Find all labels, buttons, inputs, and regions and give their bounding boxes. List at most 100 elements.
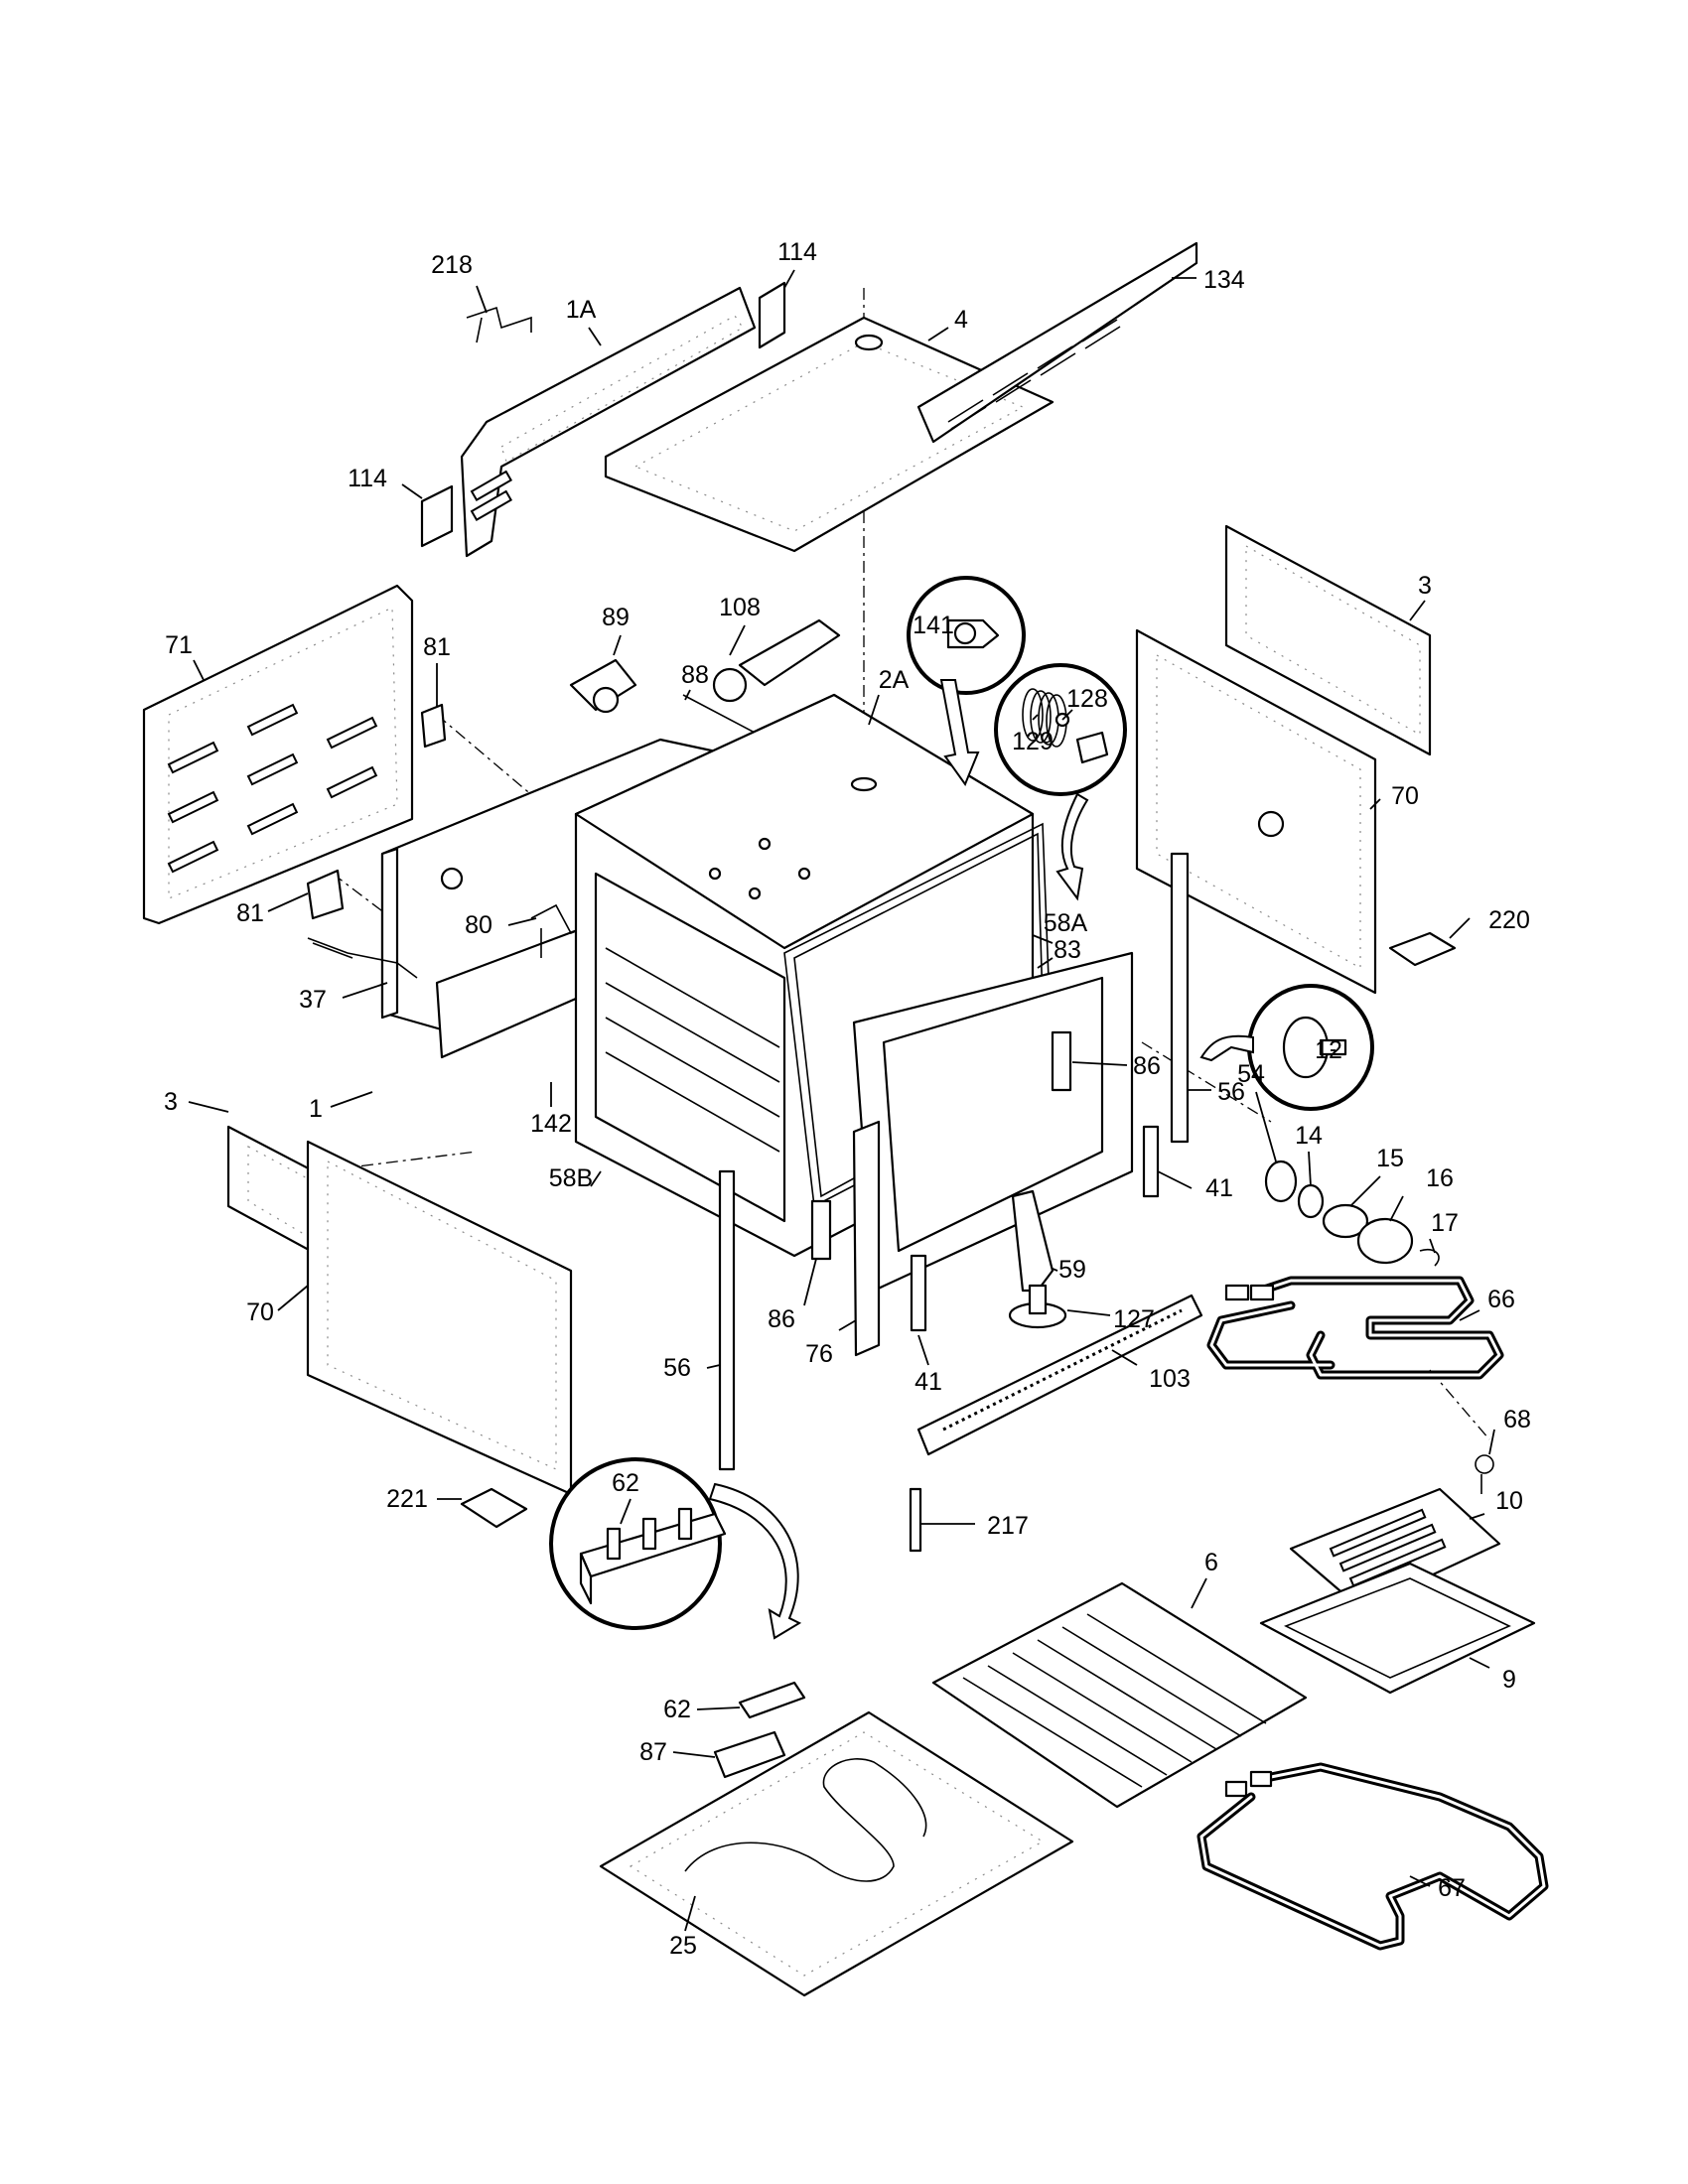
right-insulation-panel-70	[1135, 628, 1377, 995]
callout-label: 86	[1133, 1052, 1161, 1080]
callout-label: 2A	[879, 666, 910, 694]
callout-label: 88	[681, 661, 709, 689]
callout-label: 83	[1054, 936, 1081, 964]
callout-label: 1A	[566, 296, 597, 324]
callout-label: 56	[663, 1354, 691, 1382]
element-clip-68	[1475, 1454, 1494, 1494]
cooling-fan-89	[569, 658, 637, 714]
callout-labels: 218 114 1A 114 134 4 71 81 89 108 88 2A …	[164, 238, 1531, 1960]
callout-label: 3	[1418, 572, 1432, 600]
callout-label: 87	[639, 1738, 667, 1766]
broil-element-66	[1206, 1276, 1504, 1380]
callout-label: 6	[1204, 1549, 1218, 1576]
callout-label: 58A	[1044, 909, 1088, 937]
callout-label: 76	[805, 1340, 833, 1368]
trim-strip-56-left	[718, 1169, 736, 1471]
callout-label: 4	[954, 306, 968, 334]
callout-label: 1	[309, 1095, 323, 1123]
vent-panel	[916, 241, 1198, 444]
left-insulation-panel	[142, 584, 414, 925]
callout-label: 218	[431, 251, 473, 279]
rear-upper-panel	[460, 286, 757, 558]
callout-label: 129	[1012, 728, 1054, 755]
lamp-clip-17	[1419, 1248, 1440, 1267]
callout-label: 217	[987, 1512, 1029, 1540]
wire-harness-37	[307, 937, 418, 979]
callout-label: 70	[246, 1298, 274, 1326]
terminal-bracket-87	[713, 1730, 786, 1779]
callout-label: 62	[612, 1469, 639, 1497]
trim-strip-56-right	[1170, 852, 1190, 1144]
bracket-41-right	[1142, 1125, 1160, 1198]
bracket-220	[1388, 931, 1457, 967]
leader-lines	[188, 269, 1495, 1932]
bracket-81-upper	[420, 703, 447, 749]
bracket-218	[466, 306, 532, 343]
callout-label: 221	[386, 1485, 428, 1513]
callout-label: 58B	[549, 1164, 593, 1192]
callout-label: 62	[663, 1696, 691, 1723]
lamp-bulb-15	[1322, 1203, 1369, 1239]
callout-circle-62	[549, 1457, 802, 1640]
callout-circle-129	[994, 663, 1127, 901]
bracket-81-lower	[306, 869, 345, 920]
terminal-block-62	[738, 1681, 806, 1719]
callout-label: 16	[1426, 1164, 1454, 1192]
right-upper-panel-3	[1224, 524, 1432, 756]
callout-label: 108	[719, 594, 761, 621]
callout-label: 134	[1203, 266, 1245, 294]
callout-label: 10	[1495, 1487, 1523, 1515]
bracket-41-left	[910, 1254, 927, 1332]
callout-label: 114	[348, 465, 387, 492]
callout-label: 71	[165, 631, 193, 659]
blower-motor-108	[712, 618, 841, 703]
callout-label: 142	[530, 1110, 572, 1138]
callout-label: 66	[1487, 1286, 1515, 1313]
vent-trim-103	[916, 1294, 1203, 1456]
callout-label: 86	[768, 1305, 795, 1333]
callout-label: 12	[1315, 1036, 1342, 1064]
callout-label: 14	[1295, 1122, 1323, 1150]
callout-label: 141	[913, 612, 954, 639]
convection-fan-127	[1008, 1284, 1067, 1329]
callout-label: 89	[602, 604, 630, 631]
callout-label: 128	[1066, 685, 1108, 713]
inner-door-frame-76	[852, 1120, 881, 1357]
callout-label: 3	[164, 1088, 178, 1116]
callout-circle-141	[907, 576, 1026, 787]
callout-label: 37	[299, 986, 327, 1014]
callout-label: 56	[1217, 1078, 1245, 1106]
hinge-86-right	[1051, 1030, 1072, 1092]
callout-label: 67	[1438, 1874, 1466, 1902]
bracket-217	[909, 1487, 922, 1553]
bracket-221	[460, 1487, 528, 1529]
bake-element-67	[1196, 1762, 1549, 1951]
callout-label: 25	[669, 1932, 697, 1960]
callout-label: 81	[423, 633, 451, 661]
left-lower-panel-70	[306, 1140, 573, 1496]
callout-label: 54	[1237, 1060, 1265, 1088]
clip-114-upper	[758, 281, 786, 349]
callout-label: 9	[1502, 1666, 1516, 1694]
callout-circle-12	[1199, 984, 1374, 1111]
callout-label: 103	[1149, 1365, 1191, 1393]
hinge-86-left	[810, 1199, 832, 1261]
callout-label: 81	[236, 899, 264, 927]
broil-pan-insert-10	[1289, 1487, 1501, 1610]
callout-label: 17	[1431, 1209, 1459, 1237]
callout-label: 127	[1113, 1305, 1155, 1333]
lamp-ring-14	[1297, 1183, 1325, 1219]
callout-label: 41	[914, 1368, 942, 1396]
clip-114-lower	[420, 484, 454, 548]
callout-label: 220	[1488, 906, 1530, 934]
bottom-panel-25	[599, 1710, 1074, 1997]
lamp-socket-54	[1264, 1160, 1298, 1203]
callout-label: 59	[1058, 1256, 1086, 1284]
convection-duct-59	[1011, 1189, 1055, 1293]
callout-label: 70	[1391, 782, 1419, 810]
broil-pan-9	[1259, 1562, 1536, 1695]
lamp-lens-16	[1356, 1217, 1414, 1265]
callout-label: 15	[1376, 1145, 1404, 1172]
callout-label: 80	[465, 911, 492, 939]
